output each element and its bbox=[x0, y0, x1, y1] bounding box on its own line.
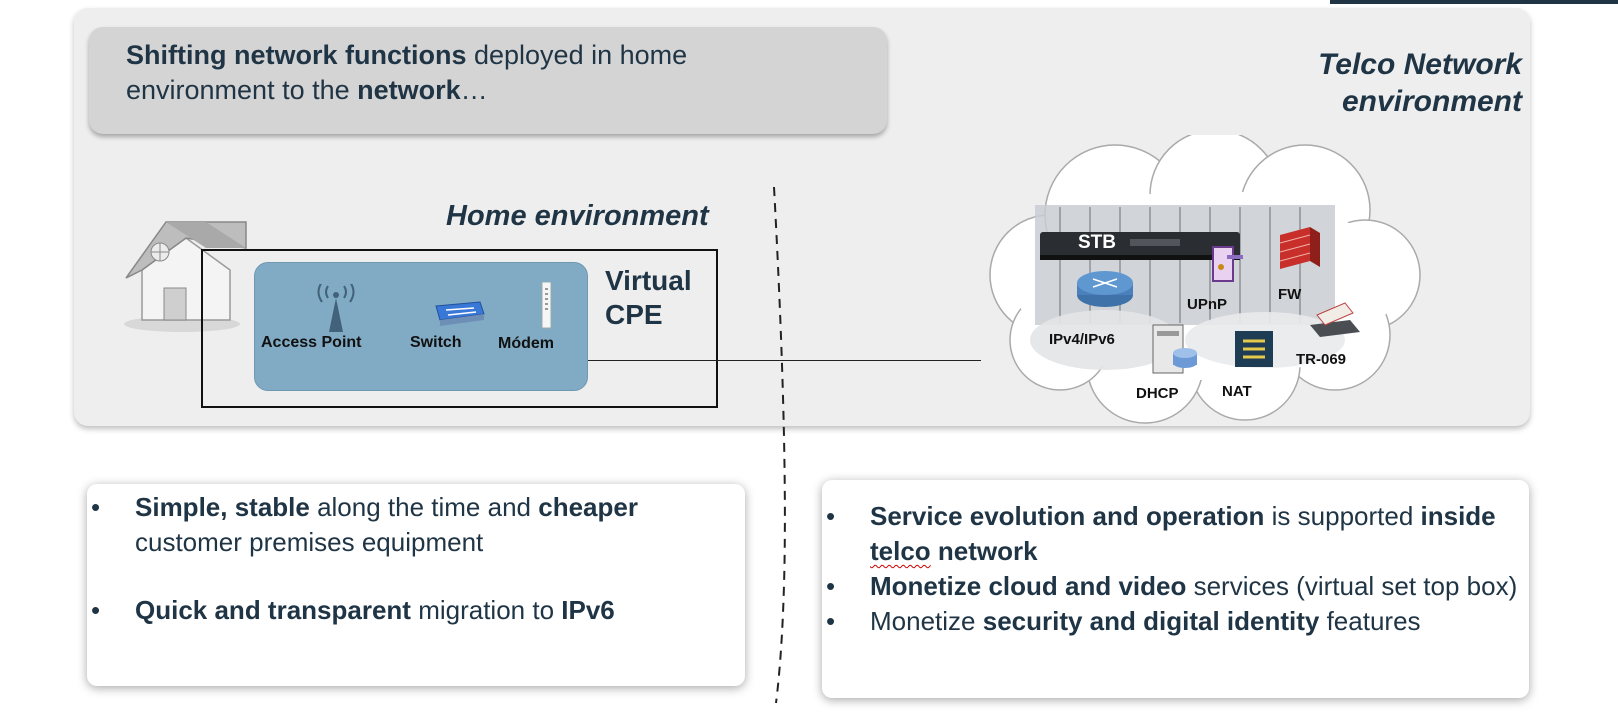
vcpe-line2: CPE bbox=[605, 299, 663, 330]
home-benefit-item: Simple, stable along the time and cheape… bbox=[87, 490, 745, 560]
telco-title-line1: Telco Network bbox=[1318, 48, 1522, 81]
benefit-bold: security and digital identity bbox=[982, 606, 1320, 636]
access-point-icon bbox=[317, 284, 355, 332]
benefit-text: services (virtual set top box) bbox=[1186, 571, 1518, 601]
stb-label: STB bbox=[1078, 232, 1116, 253]
benefit-text: Monetize bbox=[870, 606, 983, 636]
benefit-bold: telco bbox=[870, 536, 931, 566]
benefit-text: migration to bbox=[410, 595, 562, 625]
modem-icon bbox=[541, 282, 552, 329]
upnp-label: UPnP bbox=[1187, 296, 1228, 313]
dhcp-label: DHCP bbox=[1136, 385, 1179, 402]
network-benefit-item: Monetize cloud and video services (virtu… bbox=[822, 569, 1529, 604]
benefit-bold: Simple, stable bbox=[135, 492, 310, 522]
virtual-cpe-label: Virtual CPE bbox=[605, 264, 692, 332]
telco-network-title: Telco Network environment bbox=[1318, 46, 1522, 120]
benefit-text: features bbox=[1319, 606, 1421, 636]
benefit-bold: network bbox=[930, 536, 1038, 566]
benefit-bold: Quick and transparent bbox=[135, 595, 411, 625]
home-environment-title: Home environment bbox=[446, 200, 709, 232]
network-benefit-item: Monetize security and digital identity f… bbox=[822, 604, 1529, 639]
telco-title-line2: environment bbox=[1341, 85, 1522, 118]
nat-label: NAT bbox=[1222, 383, 1252, 400]
virtual-cpe-box bbox=[254, 262, 588, 391]
switch-label: Switch bbox=[410, 334, 462, 351]
fw-label: FW bbox=[1278, 286, 1302, 303]
intro-text: Shifting network functions deployed in h… bbox=[126, 38, 826, 108]
benefit-bold: inside bbox=[1420, 501, 1496, 531]
switch-icon bbox=[435, 301, 485, 326]
benefit-bold: cheaper bbox=[538, 492, 638, 522]
intro-text-1: deployed in home environment to the bbox=[126, 40, 688, 105]
network-benefits-card: Service evolution and operation is suppo… bbox=[822, 480, 1529, 698]
access-point-label: Access Point bbox=[261, 334, 362, 351]
intro-text-2: … bbox=[460, 75, 488, 105]
modem-label: Módem bbox=[498, 335, 554, 352]
dashed-divider bbox=[773, 186, 786, 704]
header-accent-bar bbox=[1330, 0, 1618, 4]
cpe-to-network-link bbox=[588, 360, 981, 361]
home-benefits-card: Simple, stable along the time and cheape… bbox=[87, 484, 745, 686]
intro-bold-2: network bbox=[357, 75, 461, 105]
benefit-bold: Monetize cloud and video bbox=[870, 571, 1187, 601]
intro-box bbox=[89, 27, 887, 134]
intro-bold-1: Shifting network functions bbox=[126, 40, 467, 70]
home-environment-frame bbox=[201, 249, 718, 408]
benefit-bold: IPv6 bbox=[561, 595, 615, 625]
ipv4-ipv6-label: IPv4/IPv6 bbox=[1049, 331, 1115, 348]
vcpe-line1: Virtual bbox=[605, 265, 692, 296]
house-icon bbox=[124, 221, 247, 332]
benefit-bold: Service evolution and operation bbox=[870, 501, 1265, 531]
telco-cloud-icon bbox=[989, 135, 1421, 424]
home-benefit-item: Quick and transparent migration to IPv6 bbox=[87, 593, 745, 628]
network-benefit-item: Service evolution and operation is suppo… bbox=[822, 499, 1529, 569]
benefit-text: is supported bbox=[1264, 501, 1421, 531]
benefit-text: customer premises equipment bbox=[135, 527, 484, 557]
benefit-text: along the time and bbox=[309, 492, 539, 522]
tr069-label: TR-069 bbox=[1296, 351, 1347, 368]
